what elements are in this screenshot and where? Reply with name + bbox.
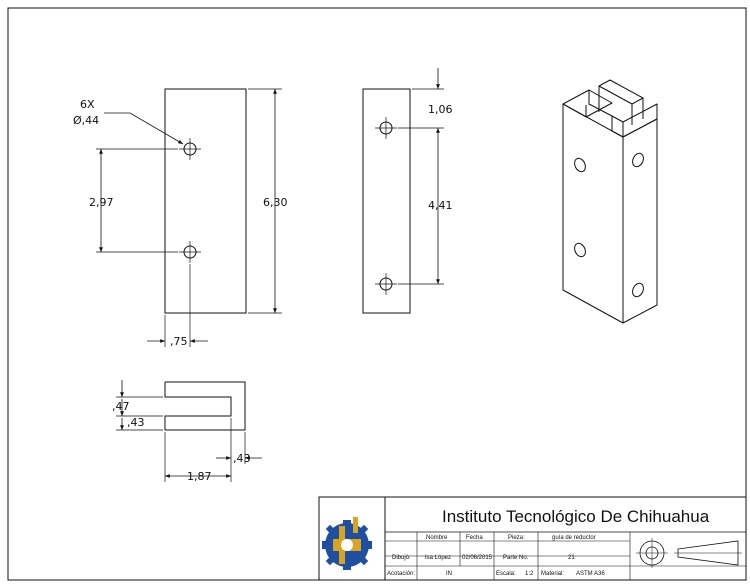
parte-value: 21 — [568, 555, 575, 561]
material-label: Material: — [541, 571, 564, 577]
projection-symbol — [636, 538, 742, 568]
header-pieza: Pieza: — [508, 535, 525, 541]
parte-label: Parte No. — [503, 555, 529, 561]
institution-name: Instituto Tecnológico De Chihuahua — [442, 507, 710, 526]
acotacion-value: IN — [446, 571, 452, 577]
title-block — [318, 496, 747, 581]
dibujo-label: Dibujó: — [392, 555, 411, 561]
dim-hole-spacing-front: 2,97 — [89, 196, 114, 209]
front-view-outline — [164, 88, 247, 314]
dim-top-lower: ,43 — [127, 416, 145, 429]
header-nombre: Nombre — [426, 535, 448, 541]
side-hole-top — [375, 117, 397, 139]
material-value: ASTM A36 — [576, 571, 605, 577]
hole-callout-diameter: Ø,44 — [73, 114, 99, 127]
dibujo-name: Isa López — [425, 555, 451, 561]
acotacion-label: Acotación: — [387, 571, 415, 577]
pieza-value: guía de reductor — [552, 535, 596, 541]
front-hole-top — [179, 138, 201, 160]
side-view-outline — [362, 88, 411, 314]
escala-label: Escala: — [496, 571, 516, 577]
front-view — [96, 88, 282, 347]
side-hole-bottom — [375, 273, 397, 295]
top-view — [116, 380, 262, 482]
dibujo-date: 02/06/2015 — [462, 555, 493, 561]
dim-top-offset: 1,06 — [428, 103, 453, 116]
dim-slot-depth: 1,87 — [187, 470, 212, 483]
header-fecha: Fecha — [466, 535, 483, 541]
dim-edge-offset: ,75 — [170, 335, 188, 348]
institution-logo — [322, 517, 372, 570]
hole-callout-count: 6X — [80, 98, 95, 111]
front-hole-bottom — [179, 241, 201, 263]
dim-wall: ,43 — [233, 452, 251, 465]
dim-top-upper: ,47 — [112, 400, 130, 413]
dim-height: 6,30 — [263, 196, 288, 209]
side-view — [362, 68, 444, 314]
hole-callout-leader — [104, 112, 184, 145]
dim-hole-spacing-side: 4,41 — [428, 199, 453, 212]
isometric-view — [562, 79, 658, 324]
escala-value: 1:2 — [525, 571, 534, 577]
top-view-outline — [164, 381, 246, 431]
